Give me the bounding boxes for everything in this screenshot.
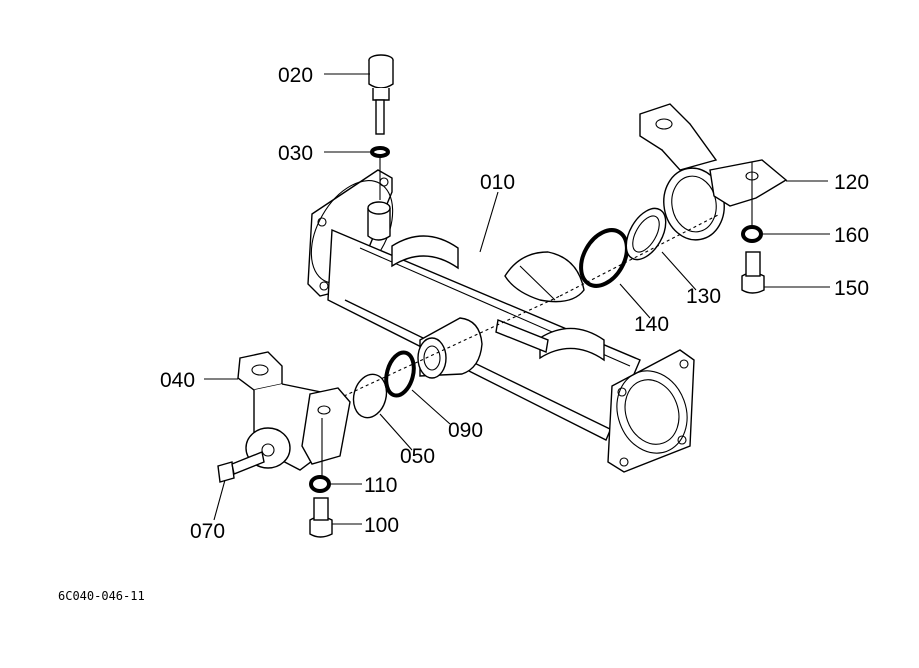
axle-housing-010 — [307, 169, 695, 473]
label-150: 150 — [834, 277, 869, 300]
drawing-code: 6C040-046-11 — [58, 589, 145, 603]
washer-130 — [625, 207, 667, 261]
bolt-070 — [217, 451, 265, 483]
label-120: 120 — [834, 171, 869, 194]
bolt-100 — [309, 497, 333, 538]
leader-lines — [204, 73, 830, 525]
spring-washer-110 — [309, 418, 331, 493]
o-ring-140 — [579, 228, 629, 288]
part-labels: 020 030 010 120 160 150 130 140 040 090 … — [160, 64, 869, 543]
spring-washer-160 — [741, 225, 763, 243]
bracket-120 — [639, 103, 788, 241]
cap-050 — [352, 373, 388, 419]
bracket-040 — [237, 351, 351, 471]
label-020: 020 — [278, 64, 313, 87]
plug-020 — [368, 54, 394, 135]
label-070: 070 — [190, 520, 225, 543]
label-140: 140 — [634, 313, 669, 336]
label-030: 030 — [278, 142, 313, 165]
label-100: 100 — [364, 514, 399, 537]
label-090: 090 — [448, 419, 483, 442]
label-160: 160 — [834, 224, 869, 247]
label-010: 010 — [480, 171, 515, 194]
bolt-150 — [741, 251, 765, 294]
label-050: 050 — [400, 445, 435, 468]
label-130: 130 — [686, 285, 721, 308]
label-040: 040 — [160, 369, 195, 392]
label-110: 110 — [364, 474, 397, 497]
o-ring-090 — [384, 350, 416, 398]
